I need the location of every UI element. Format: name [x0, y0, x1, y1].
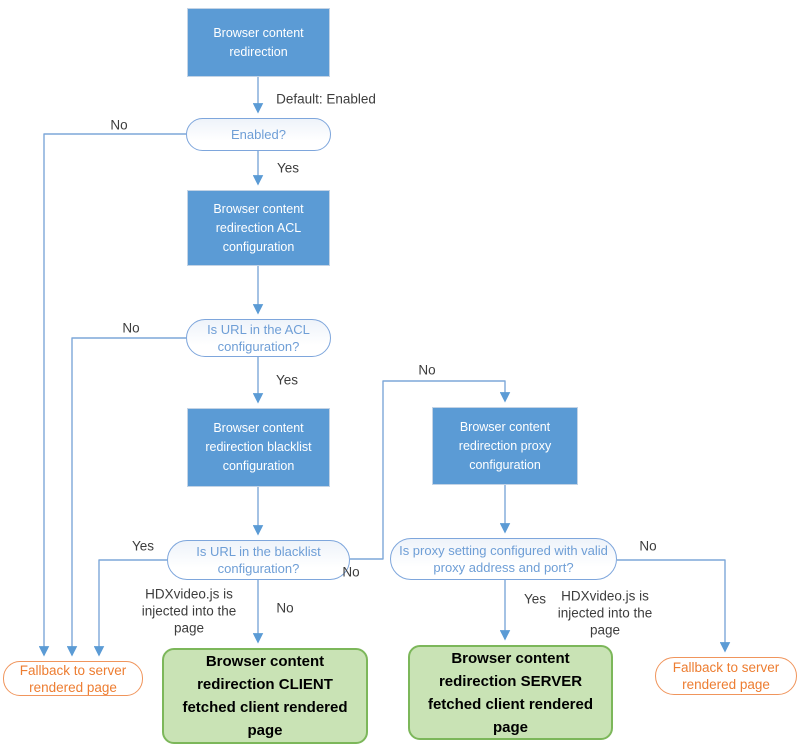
edge-label-enabled-yes: Yes — [276, 160, 300, 176]
edge-label-blacklist-yes: Yes — [131, 538, 155, 554]
annotation-hdx-inject-right: HDXvideo.js is injected into the page — [557, 588, 653, 638]
node-fallback-left: Fallback to server rendered page — [3, 661, 143, 696]
annotation-hdx-inject-left: HDXvideo.js is injected into the page — [141, 586, 237, 636]
edge-label-blacklist-no-down: No — [276, 600, 294, 616]
edge-label-acl-no: No — [122, 320, 140, 336]
node-decision-blacklist: Is URL in the blacklist configuration? — [167, 540, 350, 580]
edge-label-proxy-no: No — [639, 538, 657, 554]
node-start: Browser content redirection — [187, 8, 330, 77]
edge-label-acl-yes: Yes — [275, 372, 299, 388]
node-blacklist-configuration: Browser content redirection blacklist co… — [187, 408, 330, 487]
node-fallback-right: Fallback to server rendered page — [655, 657, 797, 695]
edge-blacklist-yes-to-fallback — [93, 559, 167, 657]
edge-blacklist-no-to-proxy — [350, 380, 511, 560]
node-server-fetched-result: Browser content redirection SERVER fetch… — [408, 645, 613, 740]
edge-enabled-no-to-fallback — [38, 133, 186, 657]
edge-label-default-enabled: Default: Enabled — [276, 91, 376, 107]
node-decision-enabled: Enabled? — [186, 118, 331, 151]
node-decision-acl: Is URL in the ACL configuration? — [186, 319, 331, 357]
edge-proxy-no-to-fallback — [617, 559, 731, 653]
edge-acl-no-to-fallback — [66, 337, 186, 657]
edge-label-proxy-yes: Yes — [523, 591, 547, 607]
edge-label-enabled-no: No — [110, 117, 128, 133]
node-decision-proxy: Is proxy setting configured with valid p… — [390, 538, 617, 580]
node-acl-configuration: Browser content redirection ACL configur… — [187, 190, 330, 266]
edge-label-to-proxy-no: No — [418, 362, 436, 378]
node-client-fetched-result: Browser content redirection CLIENT fetch… — [162, 648, 368, 744]
edge-label-blacklist-no-right: No — [342, 564, 360, 580]
node-proxy-configuration: Browser content redirection proxy config… — [432, 407, 578, 485]
